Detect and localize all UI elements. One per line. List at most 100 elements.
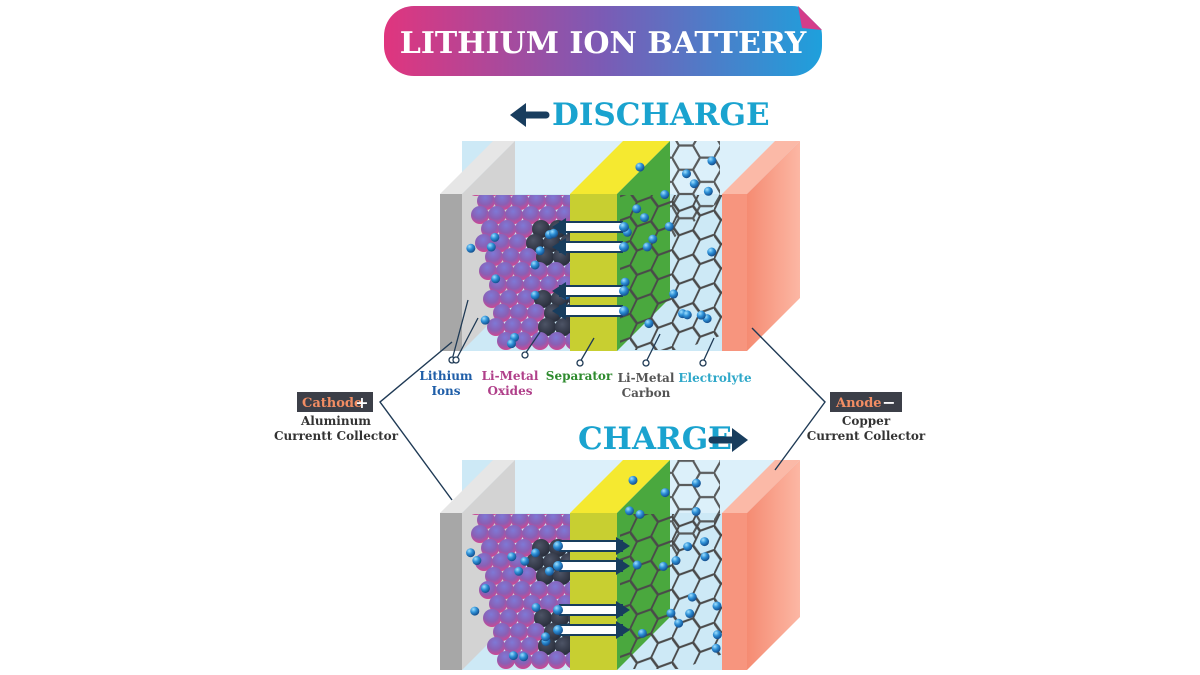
lithium-ion <box>466 548 476 558</box>
lithium-ion <box>619 222 629 232</box>
oxide-particle <box>513 262 531 280</box>
cathode-badge <box>297 392 373 412</box>
separator-front <box>570 194 617 351</box>
lithium-ion <box>635 162 645 172</box>
oxide-particle <box>496 262 514 280</box>
oxide-particle <box>540 276 558 294</box>
li-metal-carbon-label-line2: Carbon <box>622 386 671 400</box>
oxide-particle <box>510 623 528 641</box>
plus-icon: + <box>355 393 368 412</box>
anode-badge <box>830 392 902 412</box>
lithium-ion <box>553 605 563 615</box>
oxide-particle <box>556 206 572 224</box>
lithium-ion <box>553 625 563 635</box>
oxide-particle <box>471 525 489 543</box>
lithium-ion <box>480 315 490 325</box>
oxide-particle <box>530 581 548 599</box>
lithium-ion <box>541 632 551 642</box>
lithium-ion <box>664 221 674 231</box>
oxide-particle <box>555 637 572 655</box>
ion-flow-shaft <box>559 604 623 616</box>
oxide-particle <box>513 581 531 599</box>
oxide-particle <box>523 276 541 294</box>
oxide-particle <box>498 220 516 238</box>
lithium-ion <box>683 542 693 552</box>
copper-top-face <box>722 460 800 513</box>
oxide-particle <box>483 290 501 308</box>
lithium-ion <box>707 156 717 166</box>
carbon-lattice-back <box>670 141 720 241</box>
lithium-ion <box>491 274 501 284</box>
arrowhead <box>616 621 630 639</box>
lithium-ion <box>619 242 629 252</box>
anode-label-group: Anode − Copper Current Collector <box>807 392 926 443</box>
oxide-particle <box>485 248 503 266</box>
oxide-particle <box>547 581 565 599</box>
lithium-ion <box>628 475 638 485</box>
oxide-particle <box>522 206 540 224</box>
lithium-ion <box>689 179 699 189</box>
lithium-ion <box>648 234 658 244</box>
oxide-particle <box>531 651 549 669</box>
oxide-particle <box>502 248 520 266</box>
ion-flow-shaft <box>559 305 623 317</box>
ion-flow-arrow-left <box>552 302 629 320</box>
ion-flow-arrow-left <box>552 238 629 256</box>
ion-flow-arrow-right <box>553 621 630 639</box>
lithium-ion <box>712 601 722 611</box>
battery-cell-discharge <box>440 141 800 351</box>
separator-front <box>570 513 617 670</box>
lithium-ion <box>712 630 722 640</box>
oxide-particle <box>500 290 518 308</box>
lithium-ion <box>644 319 654 329</box>
lithium-ion <box>642 242 652 252</box>
oxide-particle <box>496 581 514 599</box>
lithium-ion <box>624 506 634 516</box>
component-pointers <box>448 299 715 367</box>
arrow-left-icon <box>510 103 550 127</box>
oxide-particle <box>479 262 497 280</box>
title-pill <box>384 6 822 76</box>
lithium-ion <box>682 310 692 320</box>
ion-flow-arrow-left <box>552 218 629 236</box>
cathode-badge-text: Cathode <box>302 396 362 411</box>
li-metal-oxides-label-line2: Oxides <box>488 384 533 398</box>
oxide-particle <box>485 567 503 585</box>
oxide-particle <box>515 220 533 238</box>
aluminum-collector <box>440 513 462 670</box>
lithium-ion <box>660 488 670 498</box>
li-metal-oxides-label-line1: Li-Metal <box>482 369 539 383</box>
oxide-particle <box>483 609 501 627</box>
lithium-ion <box>531 602 541 612</box>
lithium-ion <box>687 592 697 602</box>
oxide-particle <box>509 234 527 252</box>
lithium-ion <box>470 606 480 616</box>
charge-heading: CHARGE <box>578 421 748 457</box>
oxide-particle <box>489 595 507 613</box>
lithium-ion <box>691 506 701 516</box>
lithium-ion <box>639 213 649 223</box>
ion-flow-shaft <box>559 241 623 253</box>
oxide-particle <box>505 206 523 224</box>
oxide-particle <box>488 206 506 224</box>
oxide-particle <box>517 290 535 308</box>
discharge-heading: DISCHARGE <box>510 97 770 133</box>
oxide-particle <box>521 318 539 336</box>
copper-collector <box>722 194 747 351</box>
oxide-particle <box>522 525 540 543</box>
lithium-ion <box>507 552 517 562</box>
copper-side <box>747 460 800 670</box>
title-text: LITHIUM ION BATTERY <box>400 26 807 61</box>
lithium-ion <box>674 618 684 628</box>
lithium-ion <box>619 306 629 316</box>
separator-top-face <box>570 460 670 513</box>
lithium-ion <box>637 628 647 638</box>
lithium-ion <box>711 643 721 653</box>
copper-collector <box>722 513 747 670</box>
cathode-collector-line1: Aluminum <box>300 414 371 428</box>
lithium-ion <box>632 560 642 570</box>
arrow-right-icon <box>708 428 748 452</box>
title-corner-fold-shadow <box>798 6 822 30</box>
oxide-particle <box>539 206 557 224</box>
